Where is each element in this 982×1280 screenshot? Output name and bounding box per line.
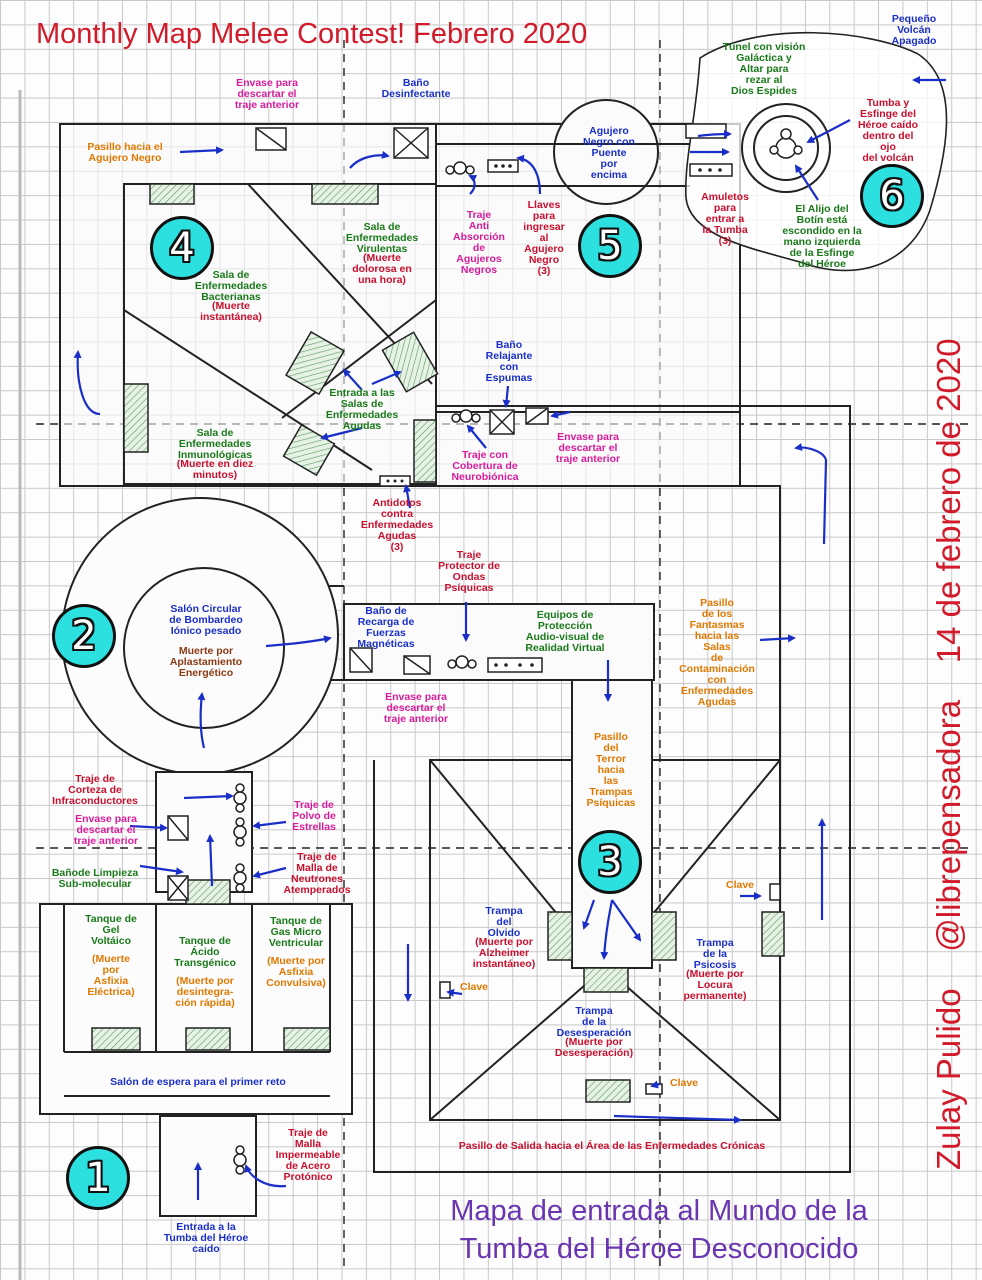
trap-psicosis-name: Trampa de la Psicosis [693, 937, 737, 971]
bath-cleaning-label: Bañode Limpieza Sub-molecular [51, 867, 139, 890]
container-discard-4-label: Envase para descartar el traje anterior [234, 77, 300, 111]
blackhole-bridge-label: Agujero Negro con Puente por encima [583, 125, 635, 181]
suit-antiabs-label: Traje Anti Absorción de Agujeros Negros [453, 209, 505, 276]
exit-corridor-label: Pasillo de Salida hacia el Área de las E… [458, 1140, 766, 1152]
containers [167, 123, 781, 1095]
trap-desesp-death: (Muerte por Desesperación) [554, 1036, 634, 1059]
contest-title: Monthly Map Melee Contest! Febrero 2020 [36, 18, 588, 50]
corridor-terror-label: Pasillo del Terror hacia las Trampas Psí… [586, 731, 636, 809]
suit-malla-acero-label: Traje de Malla Impermeable de Acero Prot… [275, 1127, 341, 1183]
trap-psicosis-death: (Muerte por Locura permanente) [683, 968, 747, 1002]
section-badge-6: 6 [860, 164, 924, 228]
vertical-credit: Zulay Pulido @librepensadora 14 de febre… [930, 338, 968, 1170]
suit-figures [233, 128, 803, 1175]
room-viral-death: (Muerte dolorosa en una hora) [352, 252, 412, 286]
tank-acid-death: (Muerte por desintegra- ción rápida) [175, 975, 235, 1009]
loot-hidden-label: El Alijo del Botín está escondido en la … [782, 203, 862, 270]
key-label-1: Clave [725, 879, 755, 891]
entry-tomb-label: Entrada a la Tumba del Héroe caído [163, 1221, 249, 1255]
container-discard-2-label: Envase para descartar el traje anterior [383, 691, 449, 725]
corridor-ghosts-label: Pasillo de los Fantasmas hacia las Salas… [679, 597, 755, 708]
av-equipment-label: Equipos de Protección Audio-visual de Re… [525, 609, 605, 654]
trap-olvido-name: Trampa del Olvido [485, 905, 523, 939]
suit-stardust-label: Traje de Polvo de Estrellas [292, 799, 336, 833]
item-dots [386, 164, 722, 667]
amulets-label: Amuletos para entrar a la Tumba (3) [701, 191, 749, 247]
suit-neutron-label: Traje de Malla de Neutrones Atemperados [283, 851, 351, 896]
room-bact-name: Sala de Enfermedades Bacterianas [194, 269, 268, 303]
volcano-label: Pequeño Volcán Apagado [891, 13, 937, 47]
suit-neurobionic-label: Traje con Cobertura de Neurobiónica [451, 449, 519, 483]
tomb-sphinx-label: Tumba y Esfinge del Héroe caído dentro d… [857, 97, 919, 164]
suit-cortex-label: Traje de Corteza de Infraconductores [52, 773, 138, 807]
walls [39, 31, 948, 1217]
tank-gel-death: (Muerte por Asfixia Eléctrica) [87, 953, 135, 998]
section-badge-4: 4 [150, 216, 214, 280]
tank-acid-name: Tanque de Ácido Transgénico [174, 935, 236, 969]
credit-handle: @librepensadora [930, 699, 967, 952]
tunnel-galactic-label: Túnel con visión Galáctica y Altar para … [722, 41, 806, 97]
room-bact-death: (Muerte instantánea) [200, 300, 262, 323]
section-badge-3: 3 [578, 830, 642, 894]
circ-hall-death: Muerte por Aplastamiento Energético [169, 645, 243, 679]
bath-foam-label: Baño Relajante con Espumas [485, 339, 533, 384]
room-inmuno-death: (Muerte en diez minutos) [176, 458, 254, 481]
tank-gas-death: (Muerte por Asfixia Convulsiva) [266, 955, 326, 989]
credit-author: Zulay Pulido [930, 988, 967, 1170]
suit-psychic-label: Traje Protector de Ondas Psíquicas [438, 549, 500, 594]
path-arrows [73, 76, 946, 1200]
bath-disinfect-label: Baño Desinfectante [381, 77, 451, 100]
credit-date: 14 de febrero de 2020 [930, 338, 967, 664]
key-label-3: Clave [669, 1077, 699, 1089]
tank-gel-name: Tanque de Gel Voltáico [85, 913, 137, 947]
acute-entry-label: Entrada a las Salas de Enfermedades Agud… [325, 387, 399, 432]
map-title: Mapa de entrada al Mundo de la Tumba del… [450, 1195, 868, 1265]
trap-desesp-name: Trampa de la Desesperación [556, 1005, 632, 1039]
keys-blackhole-label: Llaves para ingresar al Agujero Negro (3… [523, 199, 565, 277]
container-discard-1-label: Envase para descartar el traje anterior [73, 813, 139, 847]
section-badge-1: 1 [66, 1146, 130, 1210]
key-label-2: Clave [459, 981, 489, 993]
trap-olvido-death: (Muerte por Alzheimer instantáneo) [472, 936, 536, 970]
bath-magnetic-label: Baño de Recarga de Fuerzas Magnéticas [357, 605, 415, 650]
waiting-hall-label: Salón de espera para el primer reto [110, 1076, 286, 1088]
room-inmuno-name: Sala de Enfermedades Inmunológicas [177, 427, 253, 461]
antidotes-label: Antidotos contra Enfermedades Agudas (3) [360, 497, 434, 553]
container-discard-3-label: Envase para descartar el traje anterior [555, 431, 621, 465]
tank-gas-name: Tanque de Gas Micro Ventricular [268, 915, 324, 949]
corridor-blackhole-label: Pasillo hacia el Agujero Negro [87, 141, 163, 164]
room-viral-name: Sala de Enfermedades Virulentas [345, 221, 419, 255]
circ-hall-name: Salón Circular de Bombardeo Iónico pesad… [169, 603, 243, 637]
section-badge-2: 2 [52, 604, 116, 668]
section-badge-5: 5 [578, 214, 642, 278]
